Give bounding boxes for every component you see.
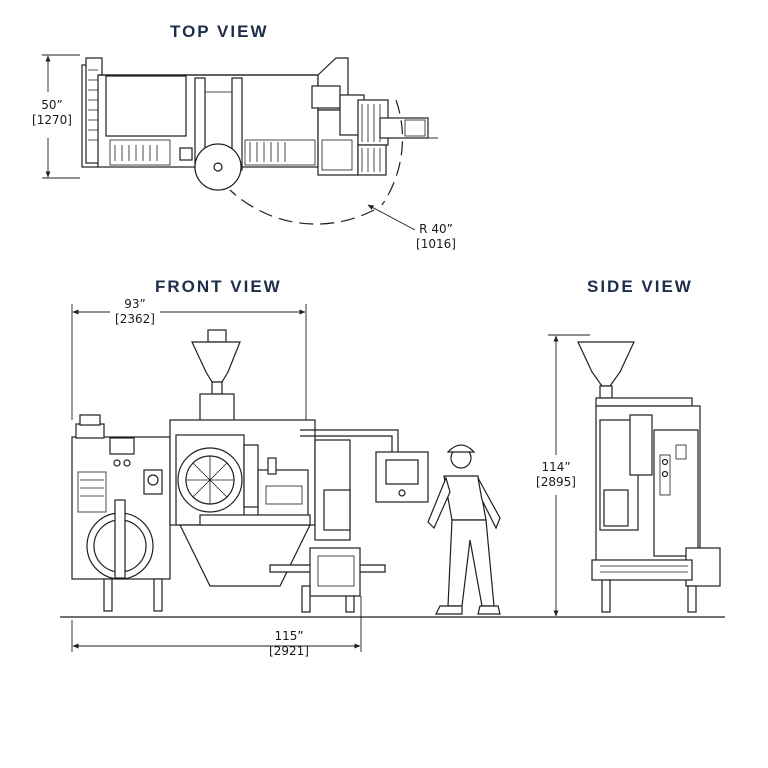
front-view-drawing [60,304,725,652]
depth-millimeters: [1270] [32,113,72,127]
front-view-width-dimension: 93” [2362] [110,297,160,327]
radius-millimeters: [1016] [416,237,456,251]
overall-millimeters: [2921] [269,644,309,658]
height-millimeters: [2895] [536,475,576,489]
overall-inches: 115” [274,629,304,643]
side-view-title: SIDE VIEW [587,277,693,296]
side-view-height-dimension: 114” [2895] [530,460,582,490]
height-inches: 114” [541,460,571,474]
width-millimeters: [2362] [115,312,155,326]
front-view-overall-dimension: 115” [2921] [262,629,316,659]
radius-inches: R 40” [419,222,453,236]
operator-figure [427,444,501,615]
top-view-depth-dimension: 50” [1270] [30,98,74,128]
front-view-title: FRONT VIEW [155,277,282,296]
depth-inches: 50” [41,98,63,112]
top-view-radius-dimension: R 40” [1016] [414,222,458,252]
top-view-drawing [42,54,438,231]
side-view-drawing [548,334,721,617]
top-view-title: TOP VIEW [170,22,269,41]
width-inches: 93” [124,297,146,311]
